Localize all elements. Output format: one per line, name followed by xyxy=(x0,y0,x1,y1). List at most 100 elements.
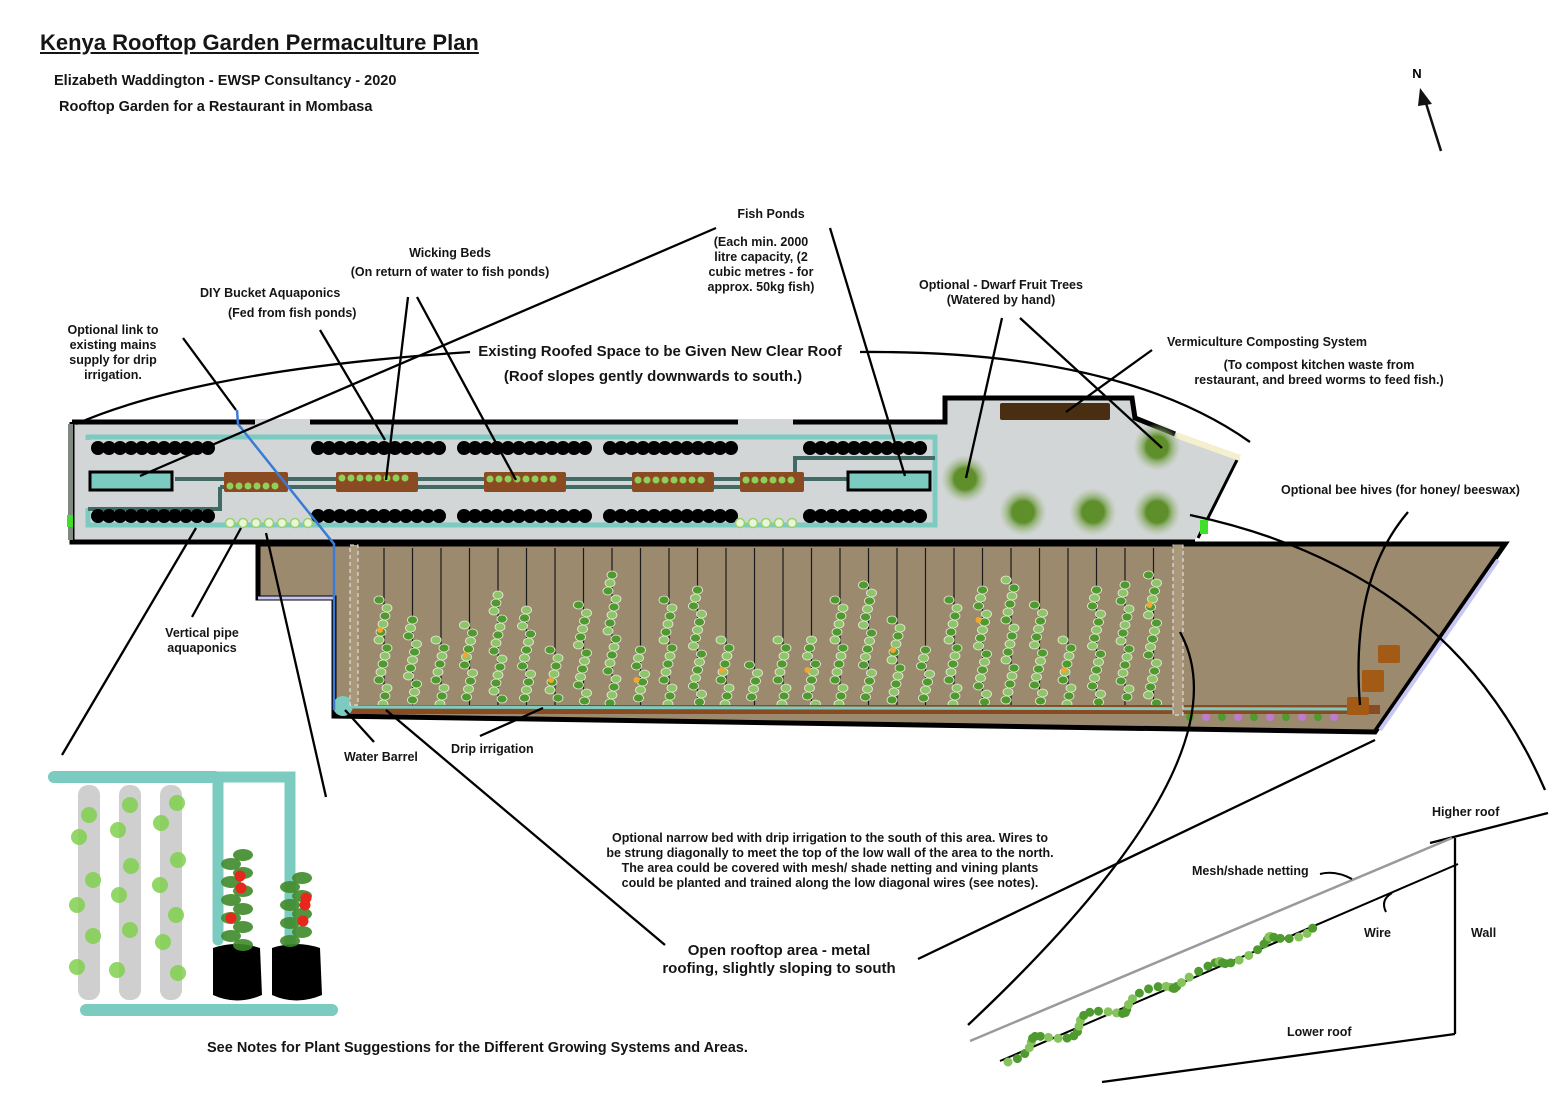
climbing-plant xyxy=(1008,623,1020,633)
flower xyxy=(377,627,383,633)
aquaponics-bucket xyxy=(135,509,149,523)
climbing-plant xyxy=(810,659,821,669)
climbing-plant xyxy=(436,651,448,661)
text-line: Optional link to xyxy=(67,323,159,337)
climbing-plant xyxy=(610,674,622,684)
climbing-plant xyxy=(920,685,931,695)
seedling xyxy=(549,475,557,483)
climbing-plant xyxy=(858,580,869,590)
climbing-plant xyxy=(496,614,508,624)
climbing-plant xyxy=(688,681,699,691)
herb-plant xyxy=(155,934,171,950)
vine-leaf xyxy=(1012,1054,1022,1064)
climbing-plant xyxy=(922,677,933,687)
climbing-plant xyxy=(1002,607,1014,617)
label-bucket-aquaponics: DIY Bucket Aquaponics xyxy=(200,286,341,300)
climbing-plant xyxy=(1089,633,1100,643)
aquaponics-bucket xyxy=(113,509,127,523)
bed-plant xyxy=(1314,713,1322,721)
climbing-plant xyxy=(496,654,508,664)
climbing-plant xyxy=(890,679,902,689)
tomato-leaf xyxy=(280,881,300,893)
leader-line xyxy=(828,227,907,477)
climbing-plant xyxy=(772,635,784,645)
text-line: approx. 50kg fish) xyxy=(707,280,815,294)
climbing-plant xyxy=(1121,692,1133,702)
climbing-plant xyxy=(519,653,530,663)
aquaponics-bucket xyxy=(113,441,127,455)
climbing-plant xyxy=(610,594,622,604)
climbing-plant xyxy=(802,651,813,661)
aquaponics-bucket xyxy=(702,509,716,523)
climbing-plant xyxy=(1117,588,1129,598)
climbing-plant xyxy=(806,675,817,685)
climbing-plant xyxy=(1006,671,1018,681)
climbing-plant xyxy=(602,626,614,636)
tomato-leaf xyxy=(233,849,253,861)
tomato-leaf xyxy=(292,908,312,920)
climbing-plant xyxy=(688,601,699,611)
tomato-leaf xyxy=(280,917,300,929)
aquaponics-bucket xyxy=(603,441,617,455)
vine-leaf xyxy=(1053,1033,1063,1043)
tomato-leaf xyxy=(233,921,253,933)
aquaponics-bucket xyxy=(457,441,471,455)
herb-plant xyxy=(110,822,126,838)
climbing-plant xyxy=(1117,628,1129,638)
climbing-plant xyxy=(888,687,900,697)
tomato-leaf xyxy=(233,903,253,915)
seedling xyxy=(504,475,512,483)
aquaponics-bucket xyxy=(366,441,380,455)
climbing-plant xyxy=(977,625,988,635)
aquaponics-bucket xyxy=(146,509,160,523)
climbing-plant xyxy=(521,645,532,655)
fish-pond-west xyxy=(88,470,174,492)
climbing-plant xyxy=(890,639,902,649)
tomato-leaf xyxy=(292,872,312,884)
climbing-plant xyxy=(1121,652,1133,662)
bed-plant xyxy=(1266,713,1274,721)
climbing-plant xyxy=(1035,696,1046,706)
climbing-plant xyxy=(1008,663,1020,673)
seedling xyxy=(522,475,530,483)
herb-plant xyxy=(169,795,185,811)
climbing-plant xyxy=(837,643,849,653)
climbing-plant xyxy=(1000,655,1012,665)
flower xyxy=(1061,667,1067,673)
climbing-plant xyxy=(1031,672,1042,682)
climbing-plant xyxy=(403,671,414,681)
aquaponics-bucket xyxy=(636,509,650,523)
climbing-plant xyxy=(403,631,414,641)
text-line: (To compost kitchen waste from xyxy=(1223,358,1415,372)
climbing-plant xyxy=(973,681,984,691)
climbing-plant xyxy=(947,659,959,669)
climbing-plant xyxy=(635,685,646,695)
climbing-plant xyxy=(658,595,670,605)
climbing-plant xyxy=(1093,697,1104,707)
aquaponics-bucket xyxy=(399,509,413,523)
climbing-plant xyxy=(1065,683,1077,693)
climbing-plant xyxy=(381,603,393,613)
seedling xyxy=(652,476,660,484)
climbing-plant xyxy=(831,667,843,677)
seedling xyxy=(244,482,252,490)
vine-leaf xyxy=(1144,984,1154,994)
climbing-plant xyxy=(1089,593,1100,603)
climbing-plant xyxy=(860,692,871,702)
aquaponics-bucket xyxy=(636,441,650,455)
aquaponics-bucket xyxy=(523,509,537,523)
climbing-plant xyxy=(1087,601,1098,611)
climbing-plant xyxy=(979,697,990,707)
aquaponics-bucket xyxy=(603,509,617,523)
vine-leaf xyxy=(1284,934,1294,944)
north-arrow-icon xyxy=(1418,88,1443,152)
climbing-plant xyxy=(581,648,592,658)
aquaponics-bucket xyxy=(410,441,424,455)
flower xyxy=(719,667,725,673)
climbing-plant xyxy=(490,638,502,648)
climbing-plant xyxy=(573,600,584,610)
climbing-plant xyxy=(438,683,450,693)
climbing-plant xyxy=(550,661,562,671)
label-fish-ponds-detail: (Each min. 2000 litre capacity, (2 cubic… xyxy=(688,235,834,295)
climbing-plant xyxy=(1037,648,1048,658)
